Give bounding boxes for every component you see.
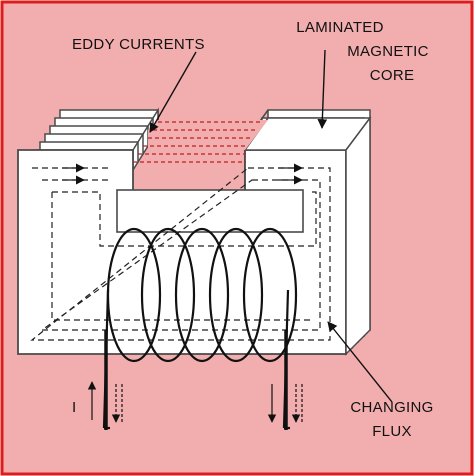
eddy-currents-label: EDDY CURRENTS: [72, 36, 205, 53]
core-gap: [148, 120, 268, 150]
core-window: [116, 189, 304, 233]
current-arrows: [87, 381, 303, 423]
core-right-side: [345, 115, 371, 356]
magnetic-label: MAGNETIC: [347, 43, 429, 60]
laminated-label: LAMINATED: [296, 19, 383, 36]
coil-leads: [104, 330, 288, 430]
eddy-current-lines: [133, 121, 262, 163]
current-symbol-label: I: [72, 399, 76, 416]
flux-arrows: [62, 163, 303, 185]
changing-label: CHANGING: [350, 399, 433, 416]
core-label: CORE: [370, 67, 415, 84]
pointer-lines: [149, 49, 393, 403]
flux-label: FLUX: [372, 423, 412, 440]
